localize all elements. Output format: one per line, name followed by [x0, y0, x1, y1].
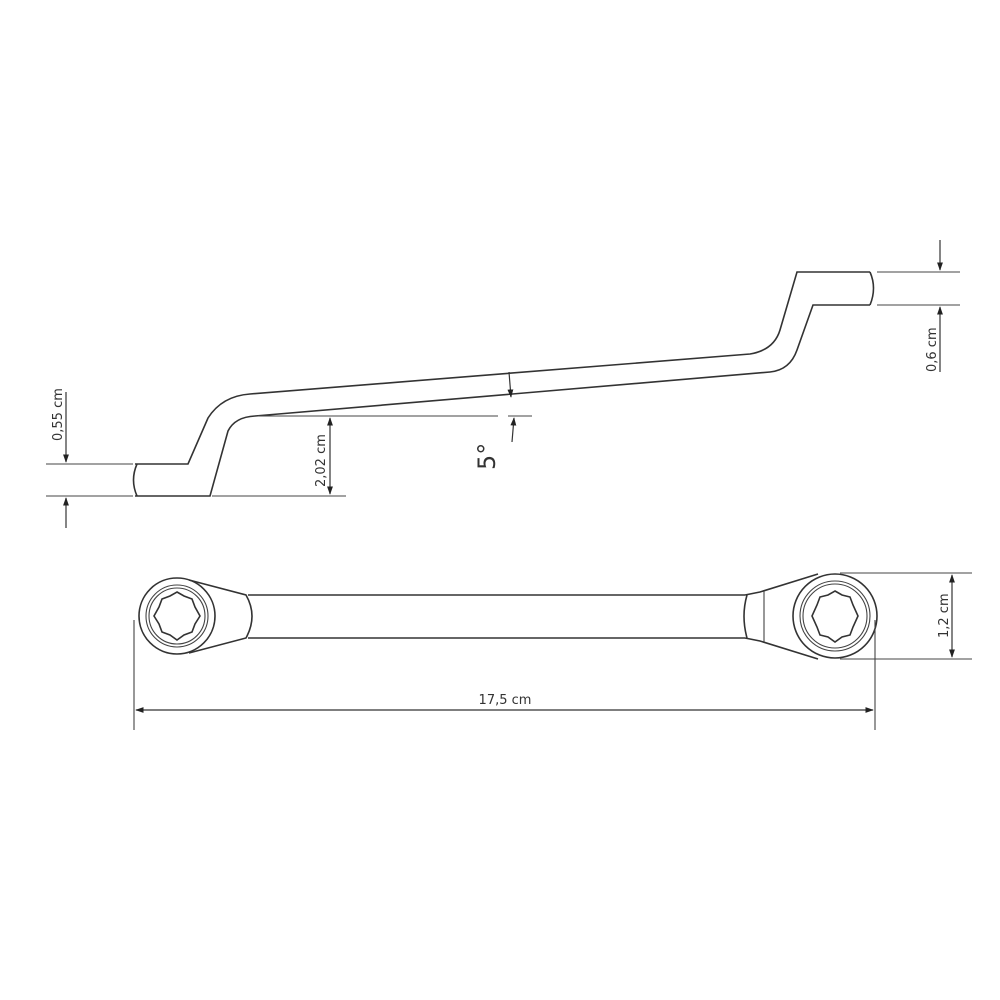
top-view: 1,2 cm 17,5 cm	[133, 572, 972, 730]
twelve-point-socket-icon	[153, 591, 201, 641]
wrench-side-top-edge	[135, 271, 870, 465]
wrench-right-ring-head	[743, 573, 878, 660]
wrench-left-ring-head	[138, 577, 253, 655]
dimension-arrow	[510, 417, 517, 443]
dimension-arrow	[507, 371, 514, 398]
wrench-side-left-cap	[132, 463, 138, 497]
twelve-point-socket-icon	[811, 590, 859, 643]
wrench-side-bottom-edge	[135, 304, 870, 497]
side-view: 0,55 cm 2,02 cm 5° 0,6 cm	[46, 240, 960, 528]
dimension-label-right-thickness: 0,6 cm	[925, 327, 940, 372]
dimension-label-total-length: 17,5 cm	[479, 693, 532, 708]
dimension-label-offset-height: 2,02 cm	[314, 434, 329, 487]
dimension-label-left-thickness: 0,55 cm	[51, 388, 66, 441]
wrench-side-right-cap	[869, 271, 875, 306]
dimension-label-angle: 5°	[473, 443, 501, 470]
dimension-label-head-width: 1,2 cm	[937, 593, 952, 638]
